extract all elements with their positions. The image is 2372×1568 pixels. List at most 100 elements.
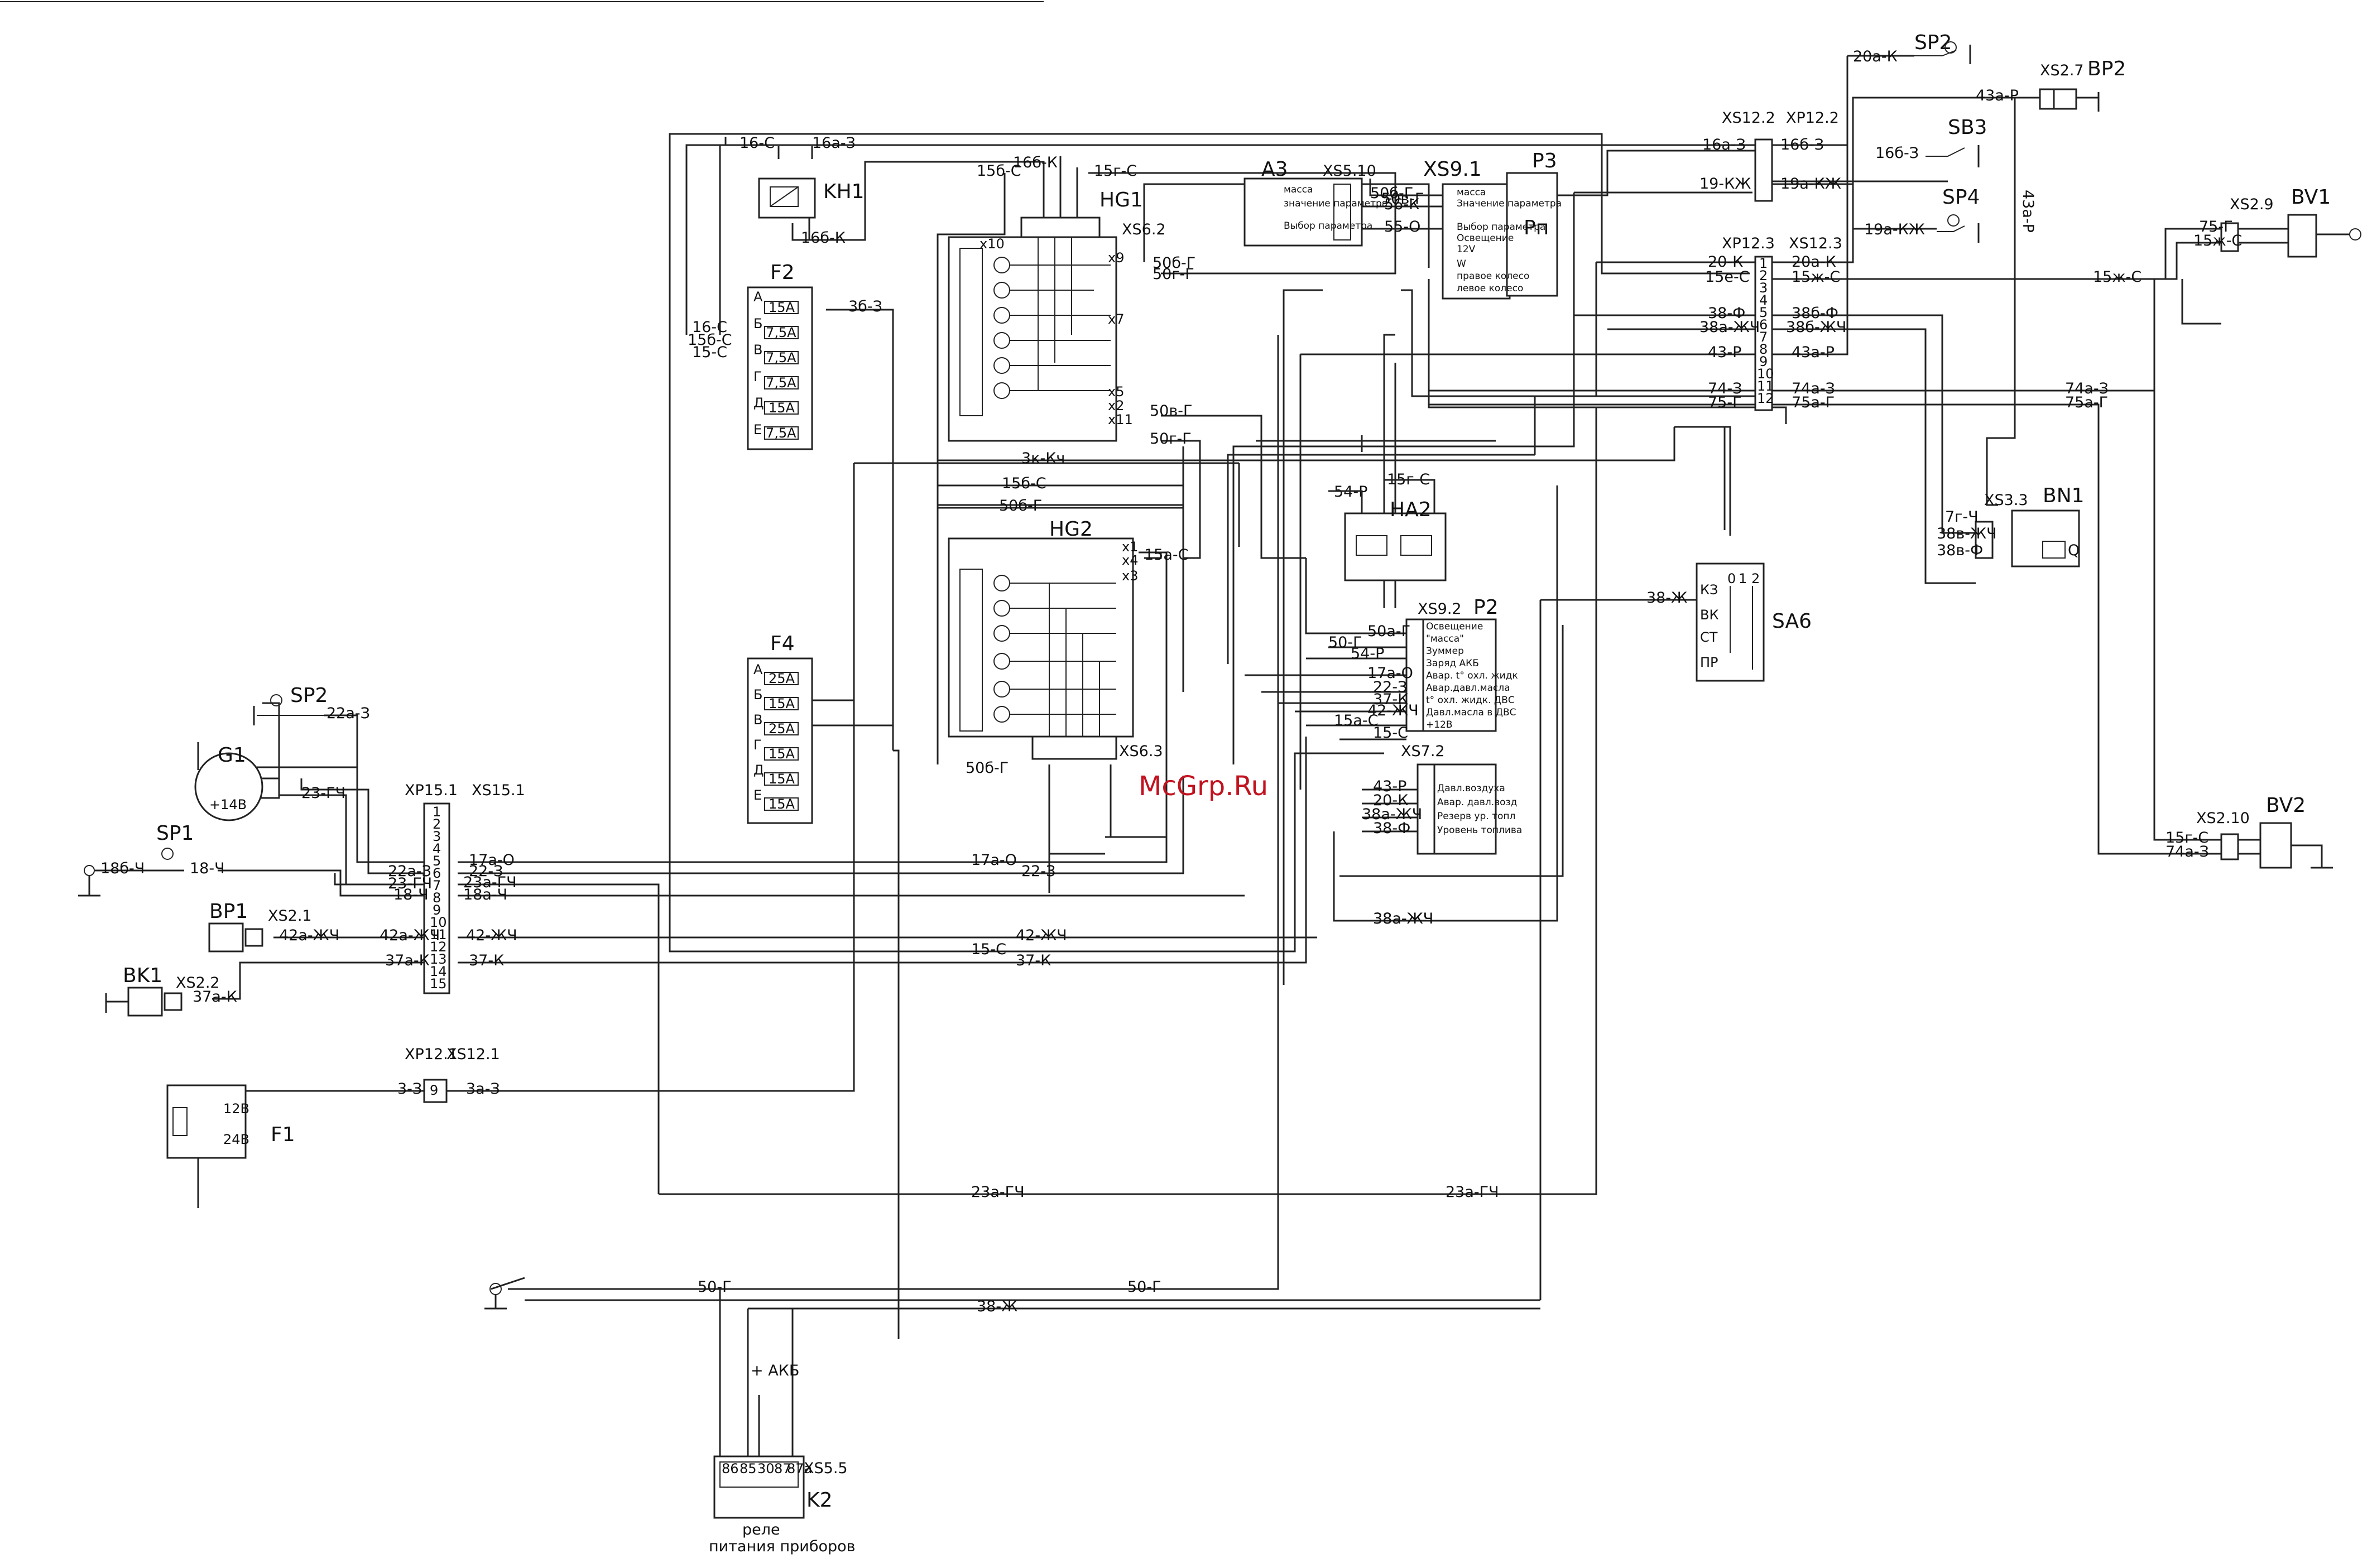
sensor-bn1: XS3.3 BN1 Q 7г-Ч 38в-ЖЧ 38в-Ф <box>1937 484 2085 567</box>
wire-label: 50-Г <box>1127 1278 1161 1296</box>
pin-description: Давл.масла в ДВС <box>1426 707 1516 718</box>
wire-label: 42-ЖЧ <box>466 927 517 944</box>
sb3-designator: SB3 <box>1948 116 1987 139</box>
fuse-f1: F1 12В 24В <box>166 1084 295 1208</box>
f1-designator: F1 <box>271 1123 295 1146</box>
wire-label: 3к-Кч <box>1021 450 1065 467</box>
wire-label: 55-О <box>1384 218 1420 235</box>
pin-description: W <box>1457 258 1466 270</box>
hg1-designator: HG1 <box>1099 189 1143 211</box>
fuse-rating: 15А <box>769 696 795 711</box>
wire-label: 23а-ГЧ <box>1446 1184 1499 1201</box>
pin: 4 <box>1759 292 1768 308</box>
wire-label: 16б-К <box>801 229 846 247</box>
xs7-2-designator: XS7.2 <box>1401 743 1445 760</box>
pin: х3 <box>1122 568 1138 584</box>
wire-label: 38а-ЖЧ <box>1373 910 1433 927</box>
pin: 9 <box>430 1083 438 1098</box>
pin: 14 <box>430 964 447 979</box>
pin: 1 <box>1759 256 1768 271</box>
pin-description: Выбор параметра <box>1284 220 1372 232</box>
wire-label: 56-К <box>1384 196 1419 213</box>
wire-label: 43а-Р <box>1792 344 1835 361</box>
fuse-letter: Г <box>753 737 762 753</box>
fuse-letter: В <box>753 712 762 728</box>
wire-label: 74а-З <box>1792 380 1835 397</box>
wire-label: 38-Ф <box>1708 305 1745 322</box>
wire-label: 38-Ж <box>1646 589 1687 607</box>
xp12-2-designator: XP12.2 <box>1786 109 1839 127</box>
pin: 5 <box>1759 305 1768 320</box>
pin: 10 <box>1757 366 1774 382</box>
xs15-1-designator: XS15.1 <box>472 782 525 799</box>
wire-label: 50-Г <box>698 1278 732 1296</box>
fuse-rating: 25А <box>769 671 795 686</box>
wire-label: 18б-Ч <box>100 860 145 877</box>
pin: 11 <box>430 927 447 942</box>
pin-description: правое колесо <box>1457 271 1529 282</box>
xs12-3-designator: XS12.3 <box>1789 235 1842 252</box>
pin: 1 <box>433 804 441 820</box>
wire-label: 16-С <box>692 319 727 336</box>
pin: 86 <box>722 1461 739 1476</box>
display-p3: XS9.1 P3 Рп масса Значение параметра Выб… <box>1423 150 1562 300</box>
p3-designator: P3 <box>1532 150 1557 172</box>
wire-label: 50г-Г <box>1153 266 1194 283</box>
pin-description: Освещение <box>1426 621 1483 632</box>
fuse-letter: В <box>753 342 762 358</box>
wire-label: 22-З <box>469 863 503 880</box>
wire-label: 74а-З <box>2065 380 2109 397</box>
fuse-rating: 15А <box>769 746 795 762</box>
switch-sp4: SP4 19а-КЖ <box>1864 186 1980 243</box>
wire-label: 50г-Г <box>1150 430 1192 448</box>
sensor-bv2: XS2.10 BV2 15г-С 74а-З <box>2165 794 2333 869</box>
pin: 0 <box>1727 571 1736 586</box>
f4-designator: F4 <box>770 632 795 655</box>
wire-label: 22а-З <box>326 705 370 722</box>
connector-xp12-1: 9 XP12.1 XS12.1 3-З 3а-З <box>397 1046 500 1103</box>
fuse-rating: 7,5А <box>766 350 796 365</box>
pin: 12 <box>430 939 447 955</box>
wire-label: 22-З <box>1373 679 1407 696</box>
pin-description: Резерв ур. топл <box>1437 811 1515 822</box>
wire-label: 42-ЖЧ <box>1016 927 1067 944</box>
pin: 7 <box>433 878 441 893</box>
wire-label: 38б-ЖЧ <box>1786 319 1846 336</box>
sensor-a3: A3 XS5.10 масса значение параметра Выбор… <box>1243 158 1424 247</box>
xp12-3-designator: XP12.3 <box>1722 235 1775 252</box>
xs2-2-designator: XS2.2 <box>176 974 220 992</box>
fuse-letter: Д <box>753 762 764 778</box>
sp4-designator: SP4 <box>1942 186 1980 209</box>
switch-sp2-top: SP2 20а-К <box>1853 31 1971 65</box>
gauge-panel-p2: XS9.2 P2 Освещение "масса" Зуммер Заряд … <box>1328 596 1522 927</box>
wire-label: 43-Р <box>1373 778 1406 795</box>
fuse-block-f2: F2 А Б В Г Д Е 15А 7,5А 7,5А 7,5А 15А 7,… <box>688 261 882 450</box>
xp12-1-designator: XP12.1 <box>405 1046 458 1063</box>
indicator-block-hg1: HG1 XS6.2 х9 х7 х5 х2 х11 х10 16б-К 15б-… <box>948 154 1195 448</box>
pin: 9 <box>1759 354 1768 369</box>
f1-terminal: 12В <box>223 1101 249 1117</box>
pin-description: "масса" <box>1426 633 1464 644</box>
wire-label: 74а-З <box>2165 843 2209 860</box>
pin: 2 <box>433 816 441 832</box>
wire-label: 19а-КЖ <box>1780 175 1841 193</box>
pin: 5 <box>433 853 441 869</box>
fuse-block-f4: F4 А Б В Г Д Е 25А 15А 25А 15А 15А 15А <box>747 632 893 824</box>
switch-sp1: SP1 18б-Ч 18-Ч <box>78 822 225 897</box>
pin-description: +12В <box>1426 719 1453 730</box>
wire-label: 50-Г <box>1328 634 1362 651</box>
pin-description: Зуммер <box>1426 646 1464 657</box>
a3-designator: A3 <box>1261 158 1288 181</box>
pin: 11 <box>1757 378 1774 394</box>
pin-description: Значение параметра <box>1457 198 1562 209</box>
wire-label: 15г-С <box>1094 162 1137 180</box>
battery-plus: + АКБ <box>751 1362 799 1379</box>
fuse-letter: Б <box>753 316 762 331</box>
wire-label: 23а-ГЧ <box>971 1184 1025 1201</box>
wire-harness <box>95 55 2221 1490</box>
xs9-1-designator: XS9.1 <box>1423 158 1482 181</box>
wire-label: 15-С <box>692 344 727 361</box>
pin-description: Авар.давл.масла <box>1426 682 1510 694</box>
pin: 13 <box>430 951 447 967</box>
